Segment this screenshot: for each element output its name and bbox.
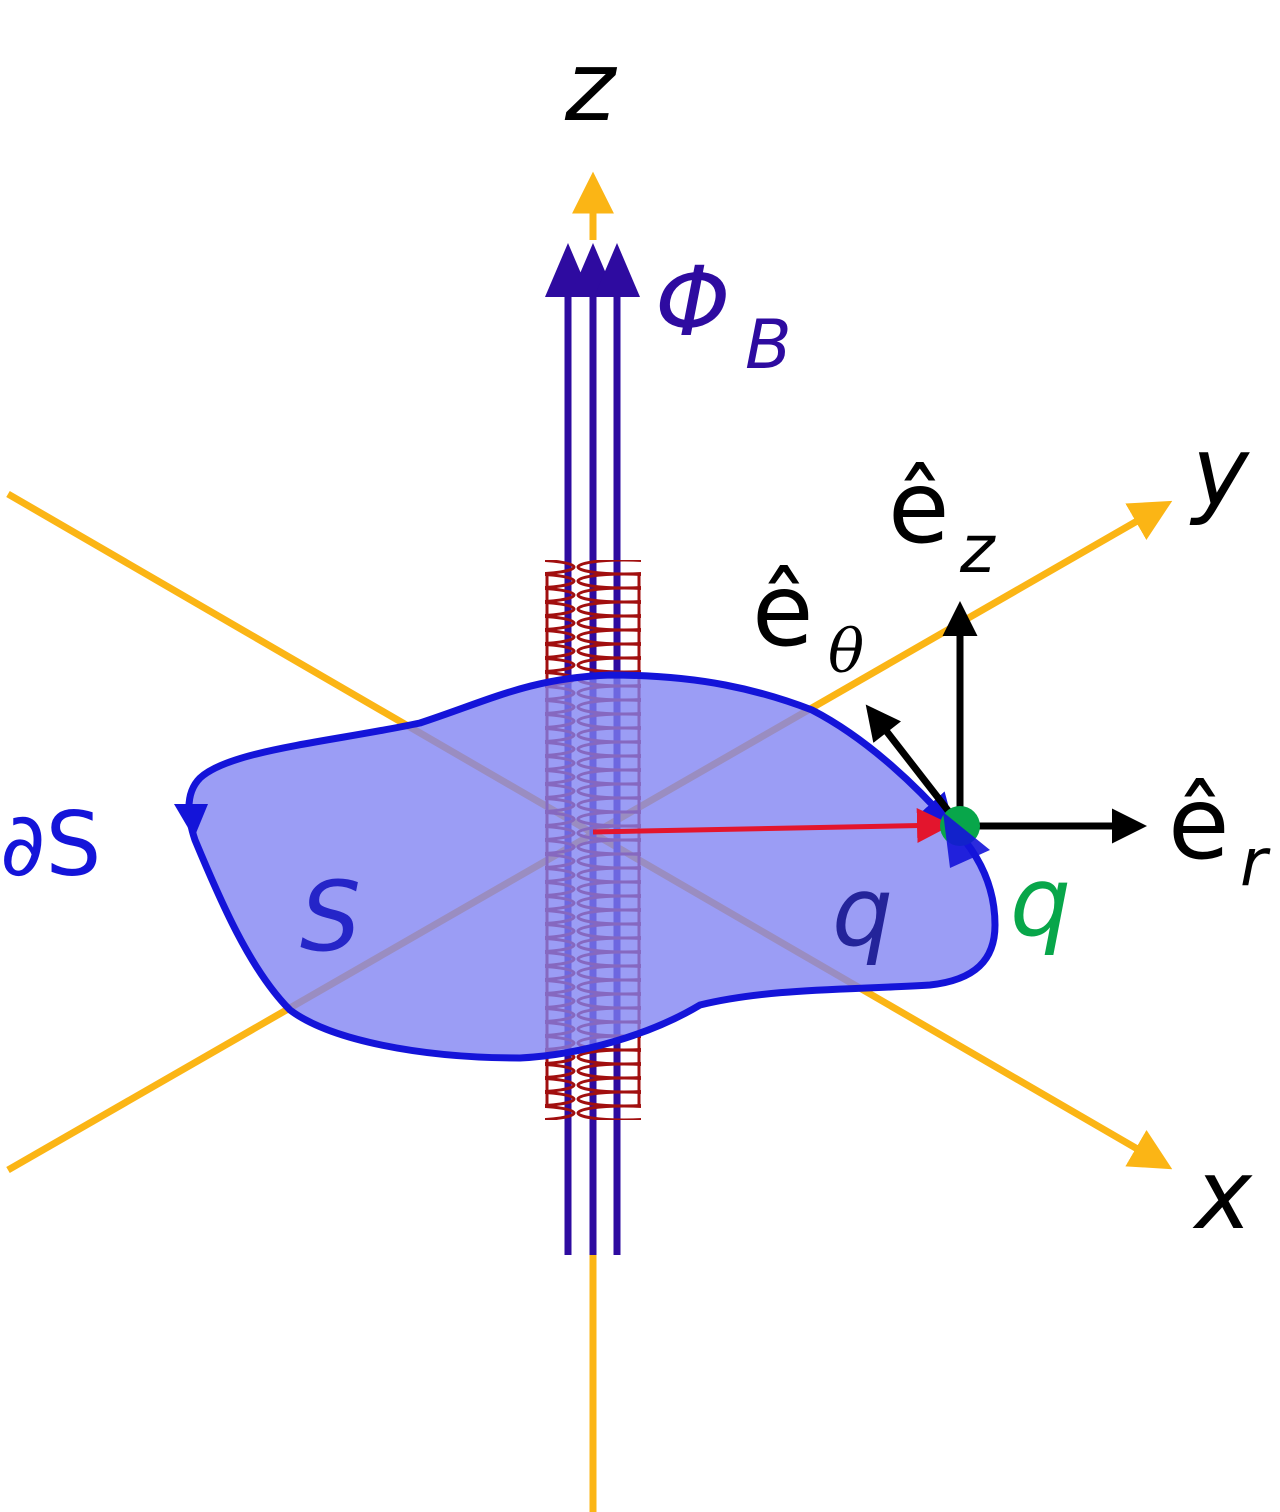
boundary-label: ∂S bbox=[0, 793, 101, 896]
charge-label: q bbox=[1010, 846, 1071, 958]
flux-subscript: B bbox=[745, 306, 792, 385]
radius-vector bbox=[592, 808, 952, 844]
e-r-hat: ê bbox=[1168, 765, 1230, 882]
labels: z y x Φ B ∂S S q q ê z ê θ ê r bbox=[0, 31, 1271, 1251]
surface-boundary bbox=[185, 671, 999, 1062]
axis-x-label: x bbox=[1192, 1139, 1253, 1251]
e-theta-hat: ê bbox=[752, 552, 814, 669]
axis-y-label: y bbox=[1189, 416, 1250, 528]
axis-z-label: z bbox=[564, 31, 618, 143]
flux-label: Φ bbox=[655, 246, 731, 358]
boundary-arrow-left bbox=[174, 804, 208, 838]
e-r-subscript: r bbox=[1240, 824, 1271, 901]
q-inside-label: q bbox=[832, 856, 893, 968]
surface-s bbox=[174, 671, 999, 1062]
charge-path-arrow bbox=[943, 812, 990, 868]
e-z-hat: ê bbox=[888, 449, 950, 566]
e-theta-vector bbox=[865, 704, 963, 829]
e-theta-subscript: θ bbox=[828, 617, 864, 687]
basis-vectors bbox=[865, 601, 1147, 844]
flux-arrowhead-3 bbox=[594, 243, 640, 297]
e-z-subscript: z bbox=[959, 511, 996, 588]
surface-fill bbox=[188, 675, 995, 1058]
surface-label: S bbox=[300, 861, 361, 973]
